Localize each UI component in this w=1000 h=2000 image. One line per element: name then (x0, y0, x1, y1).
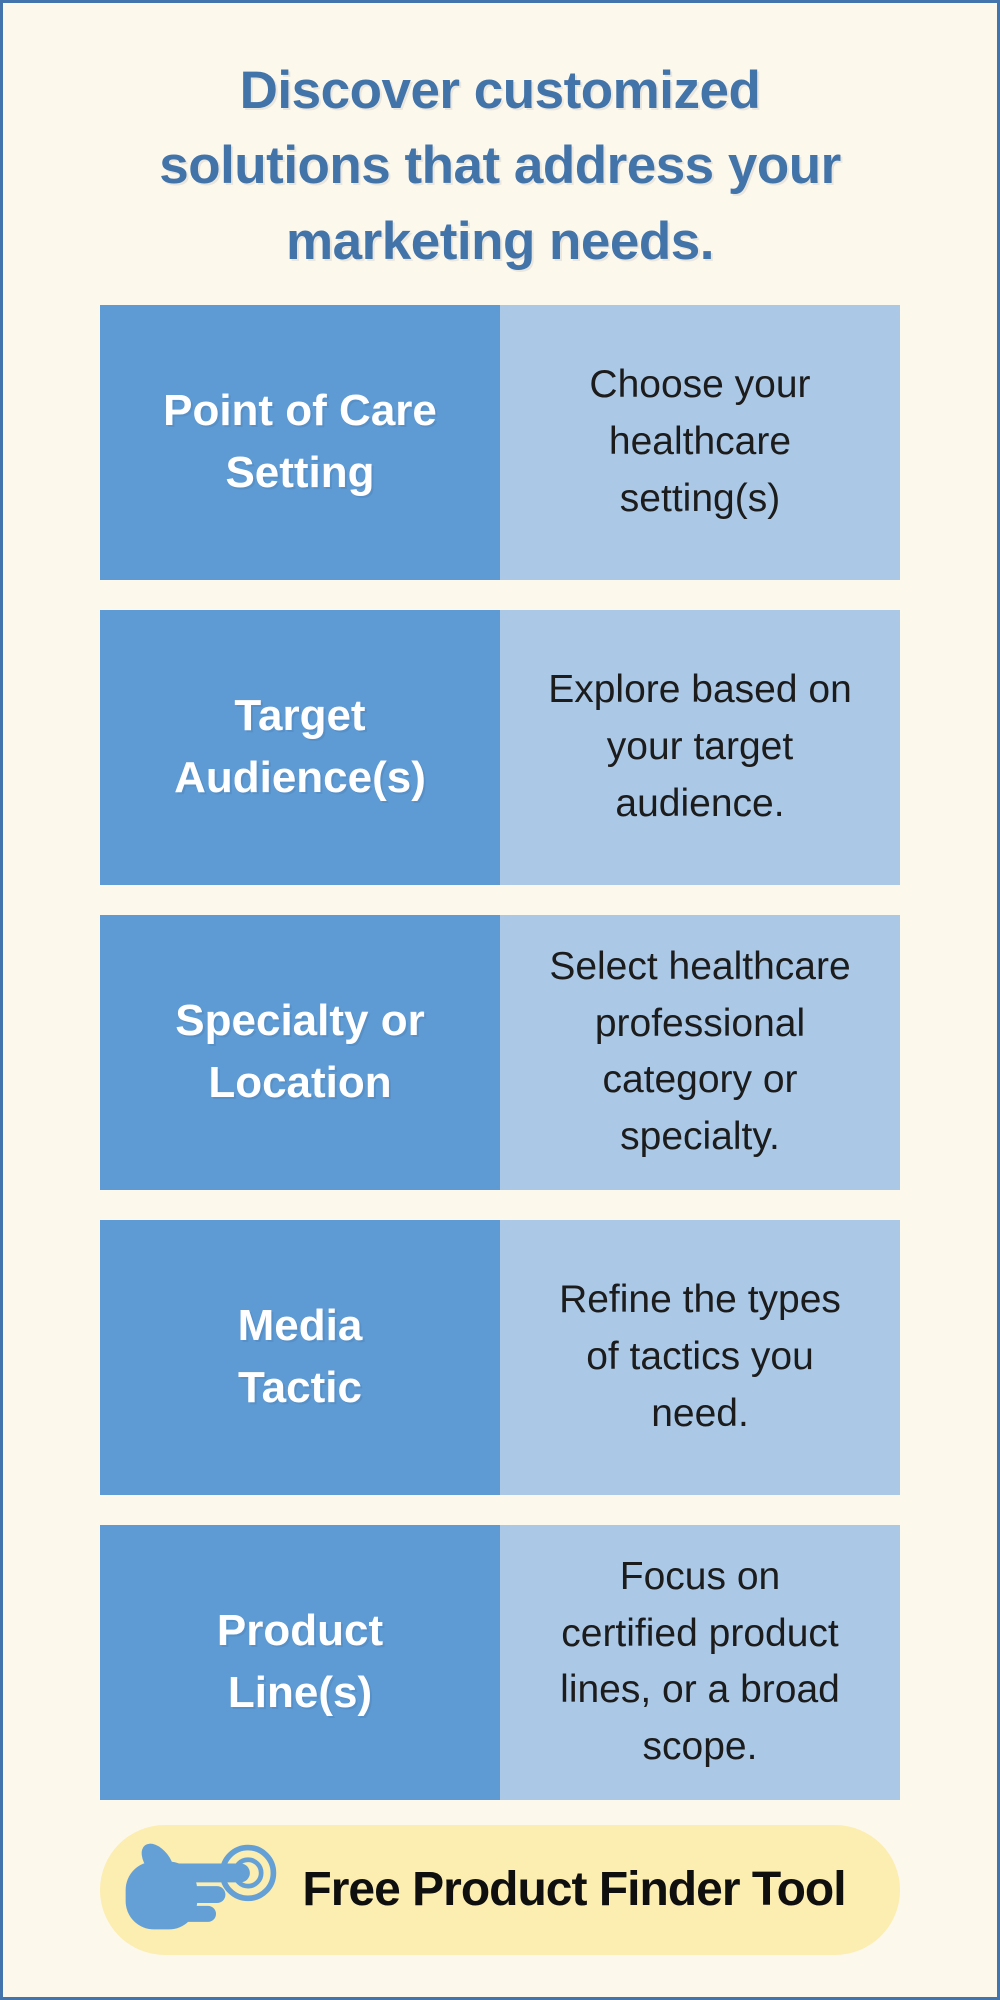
row-heading: Product Line(s) (100, 1524, 500, 1800)
table-row-product-lines: Product Line(s) Focus on certified produ… (100, 1524, 900, 1800)
free-product-finder-button[interactable]: Free Product Finder Tool (100, 1824, 900, 1955)
row-heading: Point of Care Setting (100, 304, 500, 580)
table-row-target-audience: Target Audience(s) Explore based on your… (100, 609, 900, 885)
page-title: Discover customized solutions that addre… (159, 61, 841, 271)
table-row-point-of-care: Point of Care Setting Choose your health… (100, 304, 900, 580)
row-description: Refine the types of tactics you need. (500, 1219, 900, 1495)
pointing-hand-press-icon (120, 1840, 280, 1939)
row-description: Select healthcare professional category … (500, 914, 900, 1190)
row-description: Explore based on your target audience. (500, 609, 900, 885)
row-description: Focus on certified product lines, or a b… (500, 1524, 900, 1800)
row-heading: Specialty or Location (100, 914, 500, 1190)
row-description: Choose your healthcare setting(s) (500, 304, 900, 580)
solutions-table: Point of Care Setting Choose your health… (100, 304, 900, 1800)
row-heading: Target Audience(s) (100, 609, 500, 885)
table-row-media-tactic: Media Tactic Refine the types of tactics… (100, 1219, 900, 1495)
row-heading: Media Tactic (100, 1219, 500, 1495)
table-row-specialty-location: Specialty or Location Select healthcare … (100, 914, 900, 1190)
cta-label: Free Product Finder Tool (302, 1863, 846, 1917)
